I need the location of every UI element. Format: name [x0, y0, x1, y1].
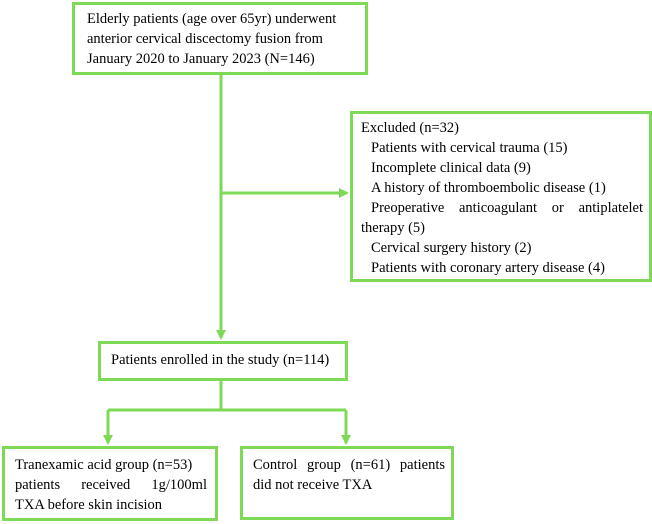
excluded-item: Patients with coronary artery disease (4…	[371, 260, 605, 276]
excluded-item: Incomplete clinical data (9)	[371, 160, 531, 176]
excluded-item: Cervical surgery history (2)	[371, 240, 532, 256]
enrolled-box: Patients enrolled in the study (n=114)	[98, 341, 348, 381]
initial-population-box: Elderly patients (age over 65yr) underwe…	[72, 2, 368, 75]
initial-population-line: January 2020 to January 2023 (N=146)	[87, 51, 315, 67]
initial-population-line: Elderly patients (age over 65yr) underwe…	[87, 11, 337, 27]
txa-group-box: Tranexamic acid group (n=53) patients re…	[2, 446, 218, 521]
control-group-box: Control group (n=61) patients did not re…	[240, 446, 454, 520]
txa-group-line: patients received 1g/100ml	[15, 477, 207, 493]
excluded-item: Patients with cervical trauma (15)	[371, 140, 568, 156]
txa-group-line: TXA before skin incision	[15, 497, 162, 513]
initial-population-line: anterior cervical discectomy fusion from	[87, 31, 323, 47]
excluded-item-continuation: therapy (5)	[361, 220, 426, 236]
control-group-line: did not receive TXA	[253, 477, 373, 493]
excluded-title: Excluded (n=32)	[361, 120, 459, 136]
control-group-line: Control group (n=61) patients	[253, 457, 445, 473]
excluded-item: Preoperative anticoagulant or antiplatel…	[371, 200, 643, 216]
excluded-item: A history of thromboembolic disease (1)	[371, 180, 606, 196]
excluded-box: Excluded (n=32) Patients with cervical t…	[350, 111, 652, 282]
txa-group-line: Tranexamic acid group (n=53)	[15, 457, 193, 473]
enrolled-label: Patients enrolled in the study (n=114)	[111, 352, 330, 368]
